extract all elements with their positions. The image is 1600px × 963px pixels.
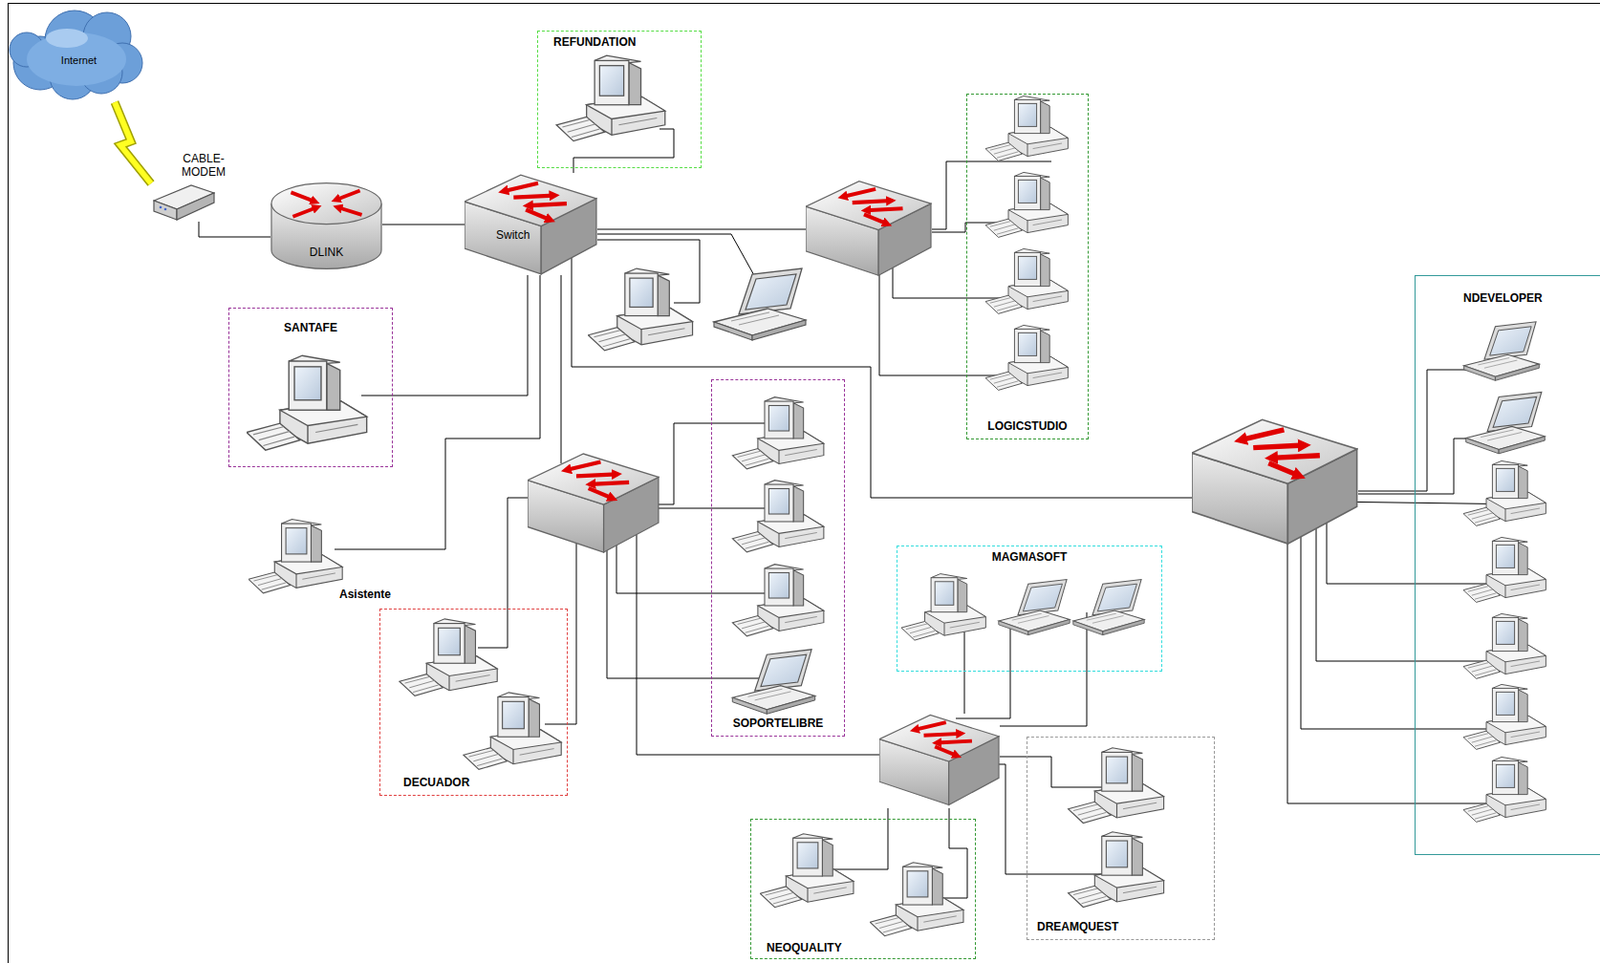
- network-cable: [831, 808, 888, 870]
- node-label: NEOQUALITY: [766, 942, 843, 956]
- pc-icon: [732, 397, 823, 470]
- node-label: Switch: [496, 229, 530, 243]
- switch-icon: [879, 714, 999, 805]
- group-box: NDEVELOPER: [1414, 275, 1600, 856]
- network-cable: [955, 622, 1011, 719]
- router-icon: [271, 183, 382, 270]
- router-icon: [271, 183, 382, 270]
- laptop-icon: [1073, 580, 1145, 636]
- network-cable: [597, 229, 806, 231]
- node-label: SOPORTELIBRE: [733, 717, 824, 732]
- pc-icon: [556, 55, 666, 141]
- modem-node: CABLE- MODEM: [151, 148, 235, 222]
- network-cable: [606, 530, 765, 679]
- laptop-icon: [713, 268, 1545, 714]
- group-box: DREAMQUEST: [1026, 736, 1215, 941]
- network-cable: [392, 275, 528, 396]
- network-cable: [964, 627, 966, 714]
- network-cable: [477, 497, 528, 649]
- switch-icon: [464, 174, 597, 275]
- laptop-icon: [713, 268, 806, 341]
- pc-icon: [869, 863, 964, 937]
- group-box: NEOQUALITY: [750, 819, 976, 960]
- node-label: LOGICSTUDIO: [987, 420, 1067, 434]
- pc-node: Asistente: [250, 511, 397, 607]
- node-label: NDEVELOPER: [1463, 292, 1543, 306]
- pc-icon: [985, 324, 1068, 390]
- network-cable: [571, 235, 1192, 498]
- pc-icon: [732, 480, 823, 553]
- pc-icon: [985, 248, 1068, 314]
- pc-icon: [1463, 537, 1546, 603]
- pc-icon: [1463, 460, 1546, 526]
- group-box: LOGICSTUDIO: [966, 93, 1089, 440]
- laptop-icon: [998, 580, 1070, 636]
- lightning-link: [114, 102, 152, 184]
- node-label: REFUNDATION: [553, 36, 636, 50]
- pc-icon: [732, 564, 823, 637]
- network-cable: [561, 275, 563, 464]
- group-box: MAGMASOFT: [896, 545, 1163, 672]
- router-node: DLINK: [270, 178, 383, 274]
- network-cable: [941, 808, 968, 899]
- node-label: MAGMASOFT: [992, 551, 1068, 565]
- switch-icon: [527, 454, 659, 553]
- pc-icon: [901, 574, 986, 642]
- switch-node: Switch: [464, 172, 598, 276]
- group-box: SOPORTELIBRE: [711, 379, 845, 737]
- network-cable: [334, 129, 1530, 899]
- pc-icon: [399, 619, 498, 697]
- pc-icon: [1068, 832, 1165, 909]
- pc-icon: [246, 355, 368, 451]
- node-label: CABLE- MODEM: [178, 152, 229, 180]
- group-box: REFUNDATION: [537, 30, 702, 169]
- switch-icon: [805, 181, 931, 276]
- laptop-icon: [732, 649, 815, 715]
- group-box: DECUADOR: [379, 608, 568, 797]
- pc-icon: [985, 172, 1068, 238]
- pc-icon: [1068, 748, 1165, 824]
- network-cable: [544, 533, 577, 725]
- network-cable: [361, 395, 393, 397]
- pc-icon: [463, 692, 562, 771]
- pc-icon: [246, 55, 1546, 937]
- cloud-node: Internet: [19, 19, 139, 103]
- node-label: DECUADOR: [403, 777, 470, 791]
- modem-icon: [153, 185, 215, 220]
- lightning-outline: [114, 102, 152, 184]
- page-frame: [8, 3, 1600, 963]
- network-cable: [636, 523, 880, 756]
- node-label: DLINK: [309, 246, 344, 260]
- network-cable: [597, 234, 756, 278]
- node-label: Asistente: [339, 588, 391, 603]
- pc-icon: [587, 268, 692, 351]
- pc-icon: [248, 519, 343, 594]
- network-cable: [573, 168, 575, 173]
- laptop-icon: [1466, 391, 1546, 455]
- network-cable: [382, 224, 465, 226]
- modem-icon: [153, 185, 215, 220]
- network-cable: [334, 549, 397, 551]
- node-label: SANTAFE: [283, 322, 338, 336]
- pc-icon: [1463, 756, 1546, 822]
- node-label: DREAMQUEST: [1037, 921, 1119, 935]
- pc-icon: [759, 834, 854, 909]
- internet-cloud: [45, 28, 88, 48]
- switch-icon: [1191, 419, 1358, 544]
- internet-cloud: [9, 10, 143, 100]
- group-box: SANTAFE: [228, 307, 393, 468]
- pc-icon: [1463, 684, 1546, 750]
- switch-icon: [464, 174, 1358, 805]
- node-label: Internet: [61, 54, 97, 67]
- network-cable: [198, 221, 271, 238]
- pc-icon: [985, 95, 1068, 161]
- pc-icon: [1463, 613, 1546, 679]
- network-cable: [396, 275, 541, 550]
- laptop-icon: [1464, 322, 1540, 382]
